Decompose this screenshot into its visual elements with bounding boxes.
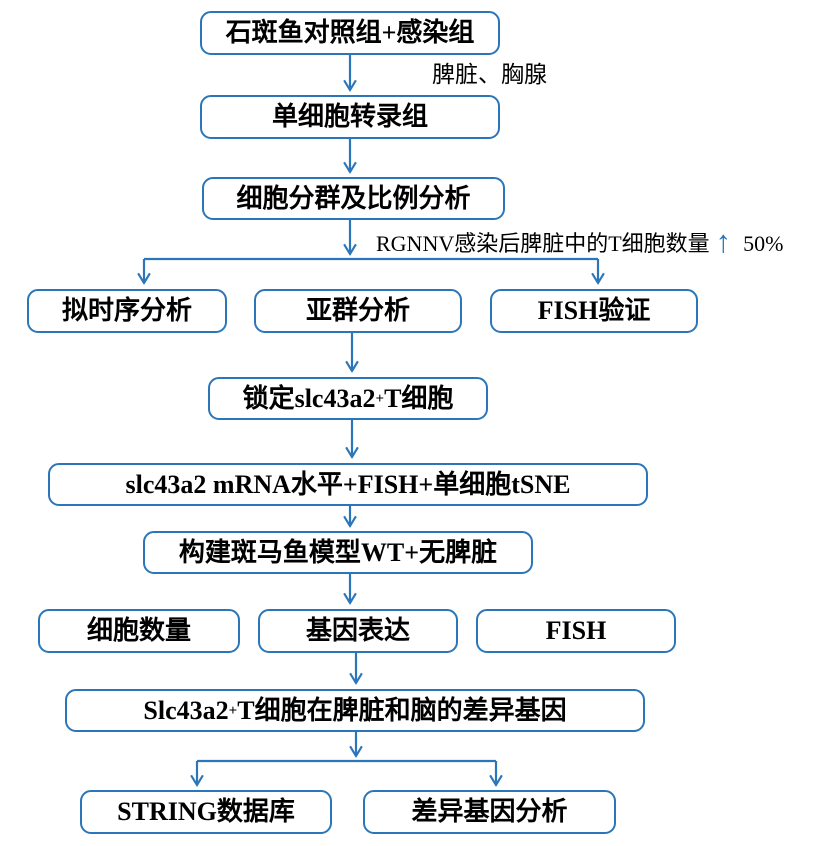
node-mrna-fish-tsne-label: slc43a2 mRNA水平+FISH+单细胞tSNE [125,469,571,499]
node-fish-validation-label: FISH验证 [537,296,651,325]
node-single-cell-transcriptome-label: 单细胞转录组 [271,102,428,131]
annotation-tcell-increase: RGNNV感染后脾脏中的T细胞数量 ↑ 50% [376,224,784,262]
node-lock-slc43a2-tcell: 锁定slc43a2+ T细胞 [208,377,488,420]
node-subcluster-analysis-label: 亚群分析 [305,296,410,325]
node-diff-gene-analysis-label: 差异基因分析 [411,797,568,826]
increase-up-arrow-icon: ↑ [715,224,732,259]
node-pseudotime-analysis-label: 拟时序分析 [61,296,192,325]
node-mrna-fish-tsne: slc43a2 mRNA水平+FISH+单细胞tSNE [48,463,648,506]
node-diff-genes-spleen-brain: Slc43a2+ T细胞在脾脏和脑的差异基因 [65,689,645,732]
node-cell-count-label: 细胞数量 [86,616,191,645]
node-zebrafish-model: 构建斑马鱼模型WT+无脾脏 [143,531,533,574]
node-lock-slc43a2-tcell-post: T细胞 [384,383,454,413]
annotation-tcell-increase-text: RGNNV感染后脾脏中的T细胞数量 [376,231,710,257]
node-diff-genes-spleen-brain-pre: Slc43a2 [143,695,229,725]
annotation-organs: 脾脏、胸腺 [432,62,547,87]
node-cell-count: 细胞数量 [38,609,240,653]
node-cell-clustering: 细胞分群及比例分析 [202,177,505,220]
node-pseudotime-analysis: 拟时序分析 [27,289,227,333]
node-lock-slc43a2-tcell-pre: 锁定slc43a2 [242,383,376,413]
node-grouper-groups-label: 石斑鱼对照组+感染组 [225,18,475,47]
node-fish-validation: FISH验证 [490,289,698,333]
annotation-tcell-increase-value: 50% [743,231,784,257]
node-string-database: STRING数据库 [80,790,332,834]
node-diff-genes-spleen-brain-post: T细胞在脾脏和脑的差异基因 [237,695,567,725]
node-gene-expression: 基因表达 [258,609,458,653]
node-fish-label: FISH [545,616,607,645]
node-cell-clustering-label: 细胞分群及比例分析 [236,183,471,213]
node-grouper-groups: 石斑鱼对照组+感染组 [200,11,500,55]
node-single-cell-transcriptome: 单细胞转录组 [200,95,500,139]
node-gene-expression-label: 基因表达 [305,616,410,645]
node-diff-gene-analysis: 差异基因分析 [363,790,616,834]
node-fish: FISH [476,609,676,653]
node-string-database-label: STRING数据库 [117,797,295,826]
node-zebrafish-model-label: 构建斑马鱼模型WT+无脾脏 [178,537,498,567]
node-subcluster-analysis: 亚群分析 [254,289,462,333]
